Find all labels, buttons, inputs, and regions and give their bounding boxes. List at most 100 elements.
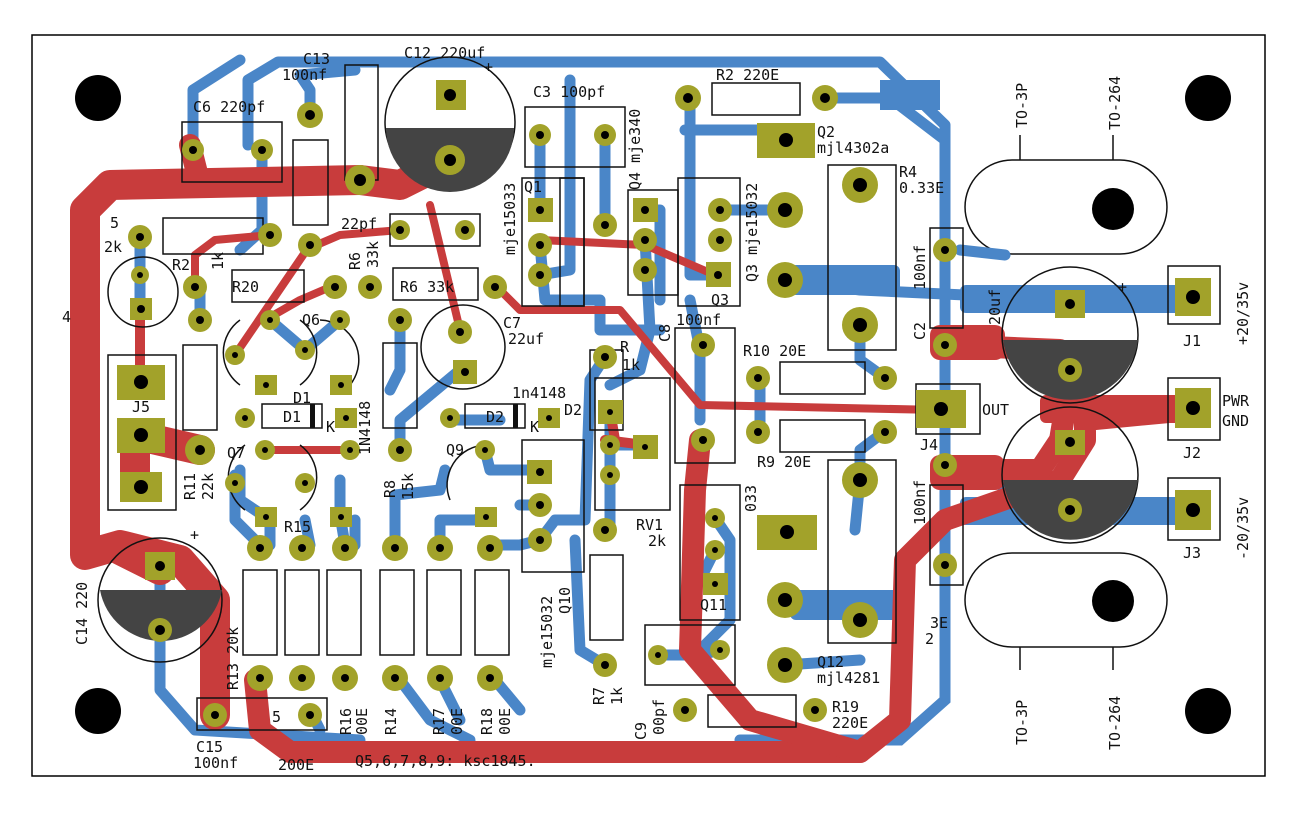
label-r10: R10 20E	[743, 342, 806, 360]
label-q11: Q11	[700, 596, 727, 614]
label-r19: R19	[832, 698, 859, 716]
label-c5: 5	[272, 708, 281, 726]
label-d1-part: 1N4148	[356, 401, 374, 455]
label-c13: C13	[303, 50, 330, 68]
label-r200: 200E	[278, 756, 314, 774]
label-q2-val: mjl4302a	[817, 139, 889, 157]
label-j3: J3	[1183, 544, 1201, 562]
pad-drills	[134, 89, 1200, 719]
d1-cathode-bar	[310, 404, 315, 428]
label-to264-top: TO-264	[1106, 76, 1124, 130]
label-r13: R13 20k	[224, 627, 242, 690]
label-c6: C6 220pf	[193, 98, 265, 116]
label-c7: C7	[503, 314, 521, 332]
label-r5: 5	[110, 214, 119, 232]
label-q3: Q3 mje15032	[743, 183, 761, 282]
label-d2-part: 1n4148	[512, 384, 566, 402]
label-r3b: 2	[925, 630, 934, 648]
label-d2-k: K	[530, 418, 539, 436]
label-r17-val: 00E	[448, 708, 466, 735]
label-q10-val: mje15032	[538, 596, 556, 668]
label-r1-val: 1k	[622, 356, 640, 374]
label-q6: Q6	[302, 311, 320, 329]
label-r9: R9 20E	[757, 453, 811, 471]
label-j1-val: +20/35v	[1234, 282, 1252, 345]
label-r7-val: 1k	[608, 687, 626, 705]
label-r7: R7	[590, 687, 608, 705]
label-r4-val: 0.33E	[899, 179, 944, 197]
label-r2b: R2	[172, 256, 190, 274]
label-c3: C3 100pf	[533, 83, 605, 101]
label-j4: J4	[920, 436, 938, 454]
label-r3: 3E	[930, 614, 948, 632]
label-d1-k: K	[326, 418, 335, 436]
label-r4: R4	[899, 163, 917, 181]
label-to264-bot: TO-264	[1106, 696, 1124, 750]
label-j2-b: GND	[1222, 412, 1249, 430]
label-q4: Q4 mje340	[626, 109, 644, 190]
plus-c12: +	[484, 58, 493, 76]
label-rv1-val: 2k	[648, 532, 666, 550]
label-out: OUT	[982, 401, 1009, 419]
label-r2: R2 220E	[716, 66, 779, 84]
label-q1-val: mje15033	[501, 183, 519, 255]
label-c2: C2	[911, 322, 929, 340]
label-d1-box: D1	[283, 408, 301, 426]
label-r16-val: 00E	[353, 708, 371, 735]
label-c8-val: 100nf	[676, 311, 721, 329]
label-r15: R15	[284, 518, 311, 536]
label-c9-val: 00pf	[650, 699, 668, 735]
label-q7: Q7	[227, 444, 245, 462]
label-q3b: Q3	[711, 291, 729, 309]
label-r11-val: 22k	[199, 473, 217, 500]
heatsink-hole-bottom	[1092, 580, 1134, 622]
label-r19-val: 220E	[832, 714, 868, 732]
pads-square	[117, 80, 1211, 595]
label-c14: C14 220	[73, 582, 91, 645]
label-j1: J1	[1183, 332, 1201, 350]
label-c20: 20uf	[986, 289, 1004, 325]
label-c7-val: 22uf	[508, 330, 544, 348]
label-q9: Q9	[446, 441, 464, 459]
label-r18-val: 00E	[496, 708, 514, 735]
label-q11-part: 033	[742, 485, 760, 512]
power-transistor-outlines	[964, 135, 1168, 670]
label-r2b-val: 1k	[209, 252, 227, 270]
label-r6b: R6 33k	[400, 278, 454, 296]
label-r5-val: 2k	[104, 238, 122, 256]
c14-polarity-fill	[100, 590, 222, 641]
label-q1: Q1	[524, 178, 542, 196]
label-r8: R8	[381, 480, 399, 498]
label-d1: D1	[293, 389, 311, 407]
label-c15-val: 100nf	[193, 754, 238, 772]
label-c4: 4	[62, 308, 71, 326]
label-d2: D2	[564, 401, 582, 419]
label-j5: J5	[132, 398, 150, 416]
label-to3p-top: TO-3P	[1013, 83, 1031, 128]
label-r1: R	[620, 338, 630, 356]
label-j3-val: -20/35v	[1234, 497, 1252, 560]
label-to3p-bot: TO-3P	[1013, 700, 1031, 745]
label-j2: J2	[1183, 444, 1201, 462]
mounting-holes	[75, 75, 1231, 734]
label-rv1: RV1	[636, 516, 663, 534]
silkscreen-labels: C13 100nf C12 220uf C6 220pf C3 100pf R2…	[62, 44, 1252, 774]
label-c9: C9	[632, 722, 650, 740]
label-r8-val: 15k	[399, 473, 417, 500]
label-q2: Q2	[817, 123, 835, 141]
label-c22: 22pf	[341, 215, 377, 233]
label-c10: 100nf	[911, 480, 929, 525]
label-c2-val: 100nf	[911, 245, 929, 290]
label-note: Q5,6,7,8,9: ksc1845.	[355, 752, 536, 770]
label-r6a: R6	[346, 252, 364, 270]
label-j2-a: PWR	[1222, 392, 1250, 410]
label-c8: C8	[656, 324, 674, 342]
label-q12-val: mjl4281	[817, 669, 880, 687]
label-r6a-val: 33k	[364, 241, 382, 268]
plus-c20: +	[1118, 278, 1127, 296]
label-c15: C15	[196, 738, 223, 756]
label-c12: C12 220uf	[404, 44, 485, 62]
label-r14: R14	[382, 708, 400, 735]
label-q12: Q12	[817, 653, 844, 671]
